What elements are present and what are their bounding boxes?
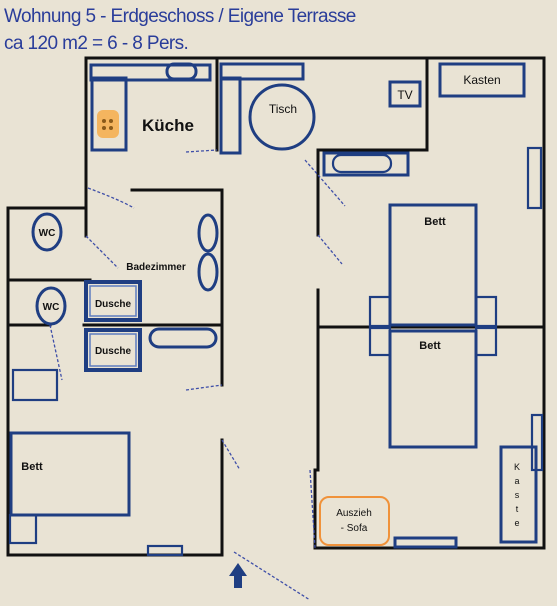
- sofa-label-line1: Auszieh: [336, 508, 372, 519]
- bed-top-label: Bett: [424, 216, 446, 228]
- kitchen: Küche: [89, 62, 212, 152]
- shower-2: [84, 328, 142, 372]
- svg-text:s: s: [515, 490, 520, 500]
- tv-label: TV: [397, 88, 412, 102]
- doors: [49, 149, 346, 601]
- arrow-up-icon: [229, 563, 247, 588]
- sofa-label-line2: - Sofa: [341, 523, 368, 534]
- bathroom: Badezimmer Dusche Dusche: [84, 213, 219, 372]
- plan-title: Wohnung 5 - Erdgeschoss / Eigene Terrass…: [4, 6, 356, 27]
- stove-icon: [97, 110, 119, 138]
- living-area: Tisch TV Kasten: [219, 62, 526, 177]
- bed-left-label: Bett: [21, 461, 43, 473]
- bed-mid-label: Bett: [419, 340, 441, 352]
- sofa-bed: [319, 496, 390, 546]
- wardrobe-vertical-label: K a s t e: [514, 462, 520, 528]
- wc2-label: WC: [43, 302, 60, 313]
- wc1-label: WC: [39, 228, 56, 239]
- svg-text:K: K: [514, 462, 520, 472]
- left-bedroom: Bett: [8, 368, 184, 557]
- shower-1: [84, 280, 142, 322]
- shower2-label: Dusche: [95, 346, 132, 357]
- svg-text:a: a: [514, 476, 519, 486]
- plan-subtitle: ca 120 m2 = 6 - 8 Pers.: [4, 33, 189, 54]
- svg-text:t: t: [516, 504, 519, 514]
- table-label: Tisch: [269, 102, 297, 116]
- right-bedrooms: Bett Bett K a s t e Auszieh - Sofa: [319, 146, 544, 549]
- shower1-label: Dusche: [95, 299, 132, 310]
- wc-rooms: WC WC: [31, 212, 67, 326]
- bathroom-label: Badezimmer: [126, 262, 186, 273]
- kitchen-label: Küche: [142, 116, 194, 135]
- svg-text:e: e: [514, 518, 519, 528]
- cabinet-label: Kasten: [463, 73, 500, 87]
- walls: [6, 56, 546, 557]
